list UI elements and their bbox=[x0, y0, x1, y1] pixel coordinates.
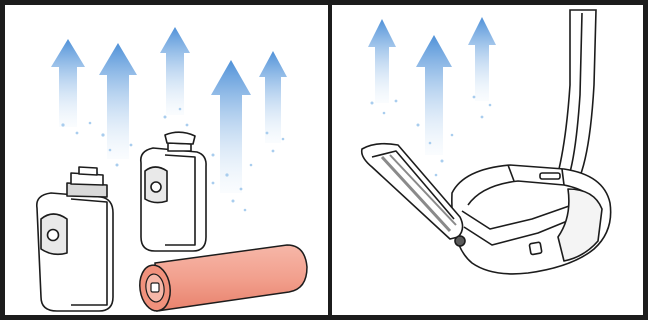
airflow-arrow-icon bbox=[468, 17, 496, 101]
left-panel bbox=[5, 5, 328, 315]
roller-cover-open bbox=[362, 144, 465, 246]
water-tank-back bbox=[141, 132, 206, 251]
cleaning-head bbox=[452, 165, 611, 274]
airflow-arrow-icon bbox=[211, 60, 251, 193]
airflow-arrow-icon bbox=[368, 19, 396, 103]
airflow-arrow-icon bbox=[259, 51, 287, 143]
brush-roller bbox=[137, 245, 307, 313]
airflow-arrow-icon bbox=[99, 43, 137, 159]
vacuum-handle bbox=[556, 10, 596, 181]
right-panel bbox=[332, 5, 643, 315]
water-tank-front bbox=[37, 167, 113, 311]
airflow-arrow-icon bbox=[51, 39, 85, 127]
airflow-arrow-icon bbox=[416, 35, 452, 155]
airflow-arrow-icon bbox=[160, 27, 190, 115]
left-panel-art bbox=[5, 5, 328, 315]
airflow-arrows bbox=[368, 17, 496, 155]
right-panel-art bbox=[332, 5, 643, 315]
